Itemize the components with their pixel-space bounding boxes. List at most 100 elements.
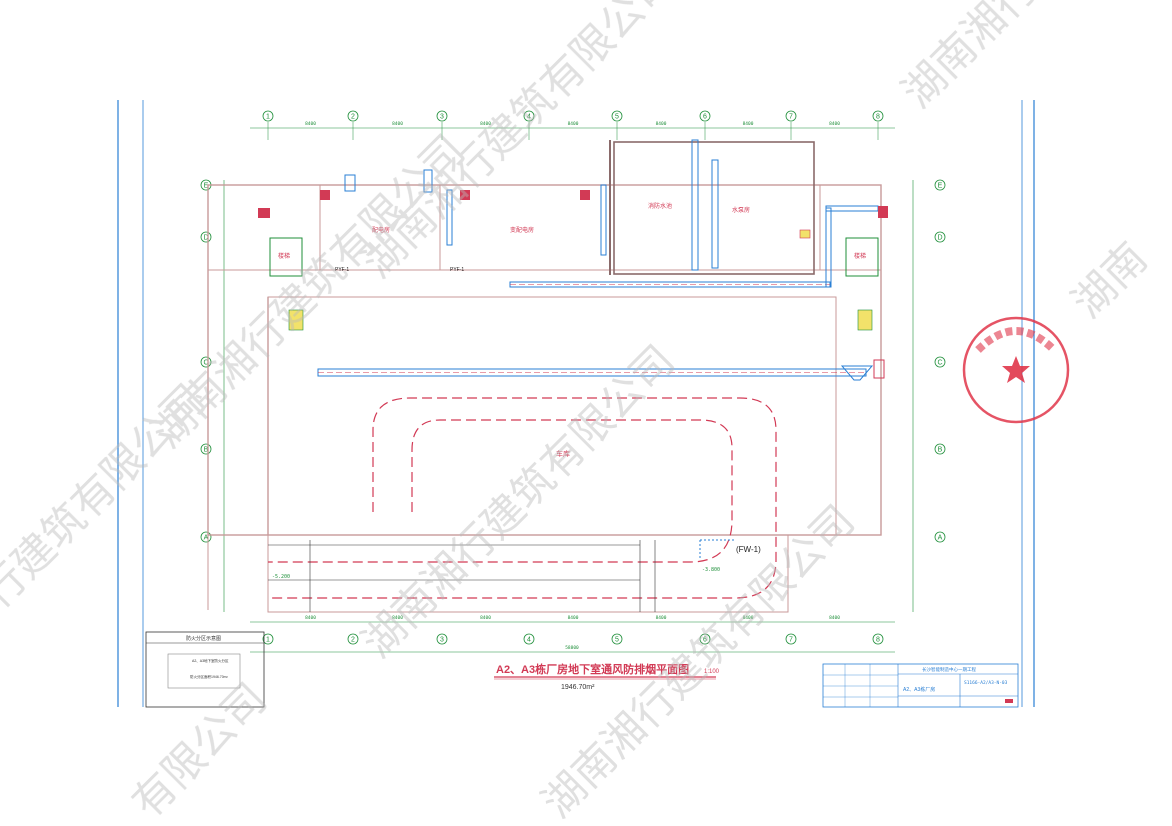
grid-col-label: 3 bbox=[440, 637, 444, 644]
label-fw1: (FW-1) bbox=[736, 545, 761, 554]
grid-col-label: 2 bbox=[351, 637, 355, 644]
grid-columns: 1 1 2 2 3 3 4 4 5 5 6 6 7 7 8 8 bbox=[262, 110, 884, 645]
drawing-title: A2、A3栋厂房地下室通风防排烟平面图 bbox=[496, 662, 689, 676]
dim-top-value: 8400 bbox=[392, 121, 403, 127]
grid-col-label: 4 bbox=[527, 637, 531, 644]
grid-col-label: 5 bbox=[615, 114, 619, 121]
grid-row-label: B bbox=[938, 447, 943, 454]
dim-top-value: 8400 bbox=[480, 121, 491, 127]
dimension-lines: 8400 8400 8400 8400 8400 8400 8400 8400 8400 8400… bbox=[223, 121, 914, 653]
title-block-drawing-no: S1166-A2/A3-N-03 bbox=[964, 680, 1008, 686]
grid-row-bubble bbox=[934, 356, 946, 368]
grid-row-label: D bbox=[203, 235, 208, 242]
grid-col-bubble bbox=[785, 110, 797, 122]
grid-row-label: A bbox=[204, 535, 209, 542]
grid-row-label: A bbox=[938, 535, 943, 542]
key-plan: 防火分区示意图 A2、A3地下室防火分区 防火分区面积1946.70m² bbox=[145, 631, 265, 708]
title-block-sheet-name: A2、A3栋厂房 bbox=[903, 686, 935, 693]
room-label-2: 变配电房 bbox=[510, 226, 534, 234]
grid-col-label: 7 bbox=[789, 114, 793, 121]
dim-bottom-value: 8400 bbox=[743, 615, 754, 621]
grid-col-bubble bbox=[347, 110, 359, 122]
dim-bottom-value: 8400 bbox=[656, 615, 667, 621]
grid-rows: E E D D C C B B A A bbox=[200, 179, 946, 543]
company-seal bbox=[962, 316, 1070, 424]
grid-col-label: 3 bbox=[440, 114, 444, 121]
grid-col-label: 8 bbox=[876, 114, 880, 121]
grid-col-label: 1 bbox=[266, 637, 270, 644]
dim-total-value: 58800 bbox=[565, 645, 579, 651]
grid-col-bubble bbox=[262, 633, 274, 645]
traffic-flow-lines bbox=[268, 397, 777, 612]
grid-col-bubble bbox=[347, 633, 359, 645]
dim-bottom-value: 8400 bbox=[392, 615, 403, 621]
grid-row-label: B bbox=[204, 447, 209, 454]
svg-text:有限公司: 有限公司 bbox=[122, 674, 275, 826]
grid-col-bubble bbox=[699, 110, 711, 122]
building-outline bbox=[207, 140, 882, 613]
grid-col-label: 2 bbox=[351, 114, 355, 121]
key-plan-note2: 防火分区面积1946.70m² bbox=[190, 674, 229, 679]
dim-bottom-value: 8400 bbox=[829, 615, 840, 621]
dim-top-value: 8400 bbox=[829, 121, 840, 127]
room-label-1: 配电房 bbox=[372, 226, 390, 234]
grid-col-bubble bbox=[611, 633, 623, 645]
dim-bottom-value: 8400 bbox=[480, 615, 491, 621]
title-block: 长沙智能制造中心一期工程 A2、A3栋厂房 S1166-A2/A3-N-03 bbox=[822, 663, 1019, 708]
room-label-garage: 车库 bbox=[556, 449, 570, 458]
grid-row-label: D bbox=[937, 235, 942, 242]
dim-top-value: 8400 bbox=[743, 121, 754, 127]
svg-text:湖南: 湖南 bbox=[1062, 233, 1156, 327]
grid-col-bubble bbox=[872, 110, 884, 122]
label-elev-left: -5.200 bbox=[272, 574, 290, 580]
label-pyf2: PYF-1 bbox=[450, 267, 464, 273]
label-pyf1: PYF-1 bbox=[335, 267, 349, 273]
svg-text:湖南湘行建筑有限公司: 湖南湘行建筑有限公司 bbox=[352, 0, 684, 287]
grid-col-bubble bbox=[523, 633, 535, 645]
dim-top-value: 8400 bbox=[568, 121, 579, 127]
stair-left bbox=[269, 237, 304, 331]
grid-col-label: 7 bbox=[789, 637, 793, 644]
key-plan-title: 防火分区示意图 bbox=[186, 635, 221, 642]
drawing-area: 1946.70m² bbox=[561, 684, 595, 691]
grid-col-label: 1 bbox=[266, 114, 270, 121]
key-plan-note1: A2、A3地下室防火分区 bbox=[192, 658, 229, 663]
title-block-project: 长沙智能制造中心一期工程 bbox=[922, 666, 976, 673]
fan-units bbox=[258, 190, 888, 239]
grid-row-label: C bbox=[203, 360, 208, 367]
svg-text:湖南湘行: 湖南湘行 bbox=[892, 0, 1045, 117]
grid-col-bubble bbox=[262, 110, 274, 122]
stair-right bbox=[845, 237, 879, 331]
grid-row-label: E bbox=[204, 183, 209, 190]
grid-row-bubble bbox=[934, 443, 946, 455]
grid-col-bubble bbox=[436, 110, 448, 122]
dim-top-value: 8400 bbox=[305, 121, 316, 127]
grid-col-label: 6 bbox=[703, 637, 707, 644]
svg-text:湘行建筑有限公司: 湘行建筑有限公司 bbox=[0, 375, 215, 647]
grid-row-bubble bbox=[934, 531, 946, 543]
grid-col-label: 6 bbox=[703, 114, 707, 121]
room-label-3: 水泵房 bbox=[732, 206, 750, 214]
grid-col-label: 4 bbox=[527, 114, 531, 121]
grid-col-bubble bbox=[872, 633, 884, 645]
grid-row-bubble bbox=[934, 179, 946, 191]
dim-bottom-value: 8400 bbox=[305, 615, 316, 621]
grid-row-bubble bbox=[934, 231, 946, 243]
dim-bottom-value: 8400 bbox=[568, 615, 579, 621]
room-label-stair-left: 楼梯 bbox=[278, 252, 290, 260]
label-elev-right: -3.800 bbox=[702, 567, 720, 573]
smoke-exhaust-duct bbox=[317, 359, 885, 381]
grid-row-label: C bbox=[937, 360, 942, 367]
dim-top-value: 8400 bbox=[656, 121, 667, 127]
grid-col-label: 5 bbox=[615, 637, 619, 644]
grid-col-label: 8 bbox=[876, 637, 880, 644]
grid-col-bubble bbox=[611, 110, 623, 122]
svg-text:湖南湘行建筑有限公司: 湖南湘行建筑有限公司 bbox=[352, 335, 684, 667]
room-label-stair-right: 楼梯 bbox=[854, 252, 866, 260]
grid-col-bubble bbox=[436, 633, 448, 645]
supply-duct-upper bbox=[344, 139, 879, 288]
grid-col-bubble bbox=[785, 633, 797, 645]
room-label-pump: 消防水池 bbox=[648, 202, 672, 210]
grid-row-label: E bbox=[938, 183, 943, 190]
